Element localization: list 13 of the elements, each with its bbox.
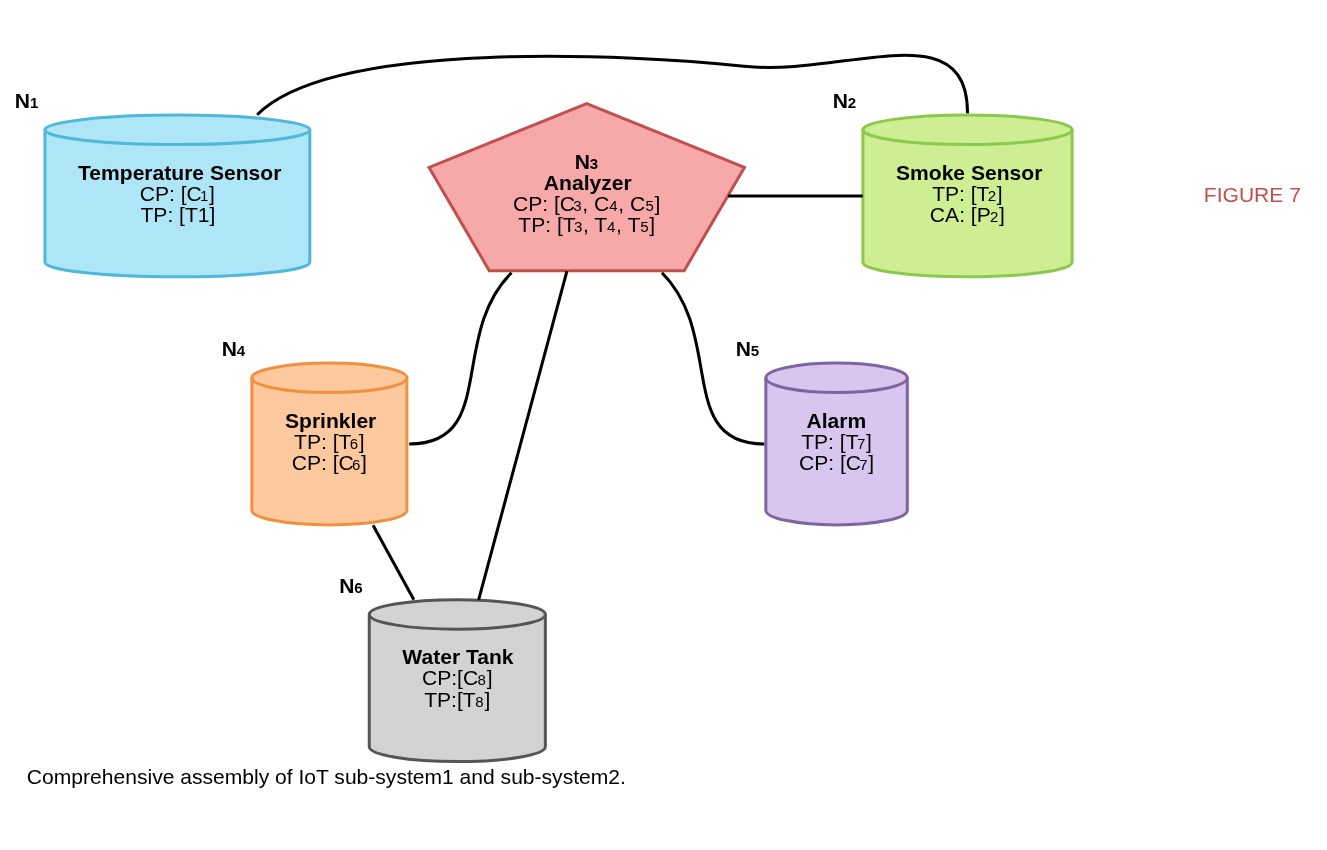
label: FIGURE 7 xyxy=(1203,182,1301,206)
connector xyxy=(660,271,765,445)
connector xyxy=(256,53,969,116)
connector xyxy=(409,271,513,445)
node-label: N6 xyxy=(339,573,363,597)
connector xyxy=(371,524,416,600)
node-label: N2 xyxy=(832,88,857,112)
node-label: N1 xyxy=(14,88,39,112)
connector xyxy=(728,193,863,197)
node-label: N4 xyxy=(221,336,246,360)
caption: Comprehensive assembly of IoT sub-system1 and sub-system2. xyxy=(26,764,626,788)
node-label: N5 xyxy=(735,336,760,360)
connector xyxy=(477,270,569,600)
